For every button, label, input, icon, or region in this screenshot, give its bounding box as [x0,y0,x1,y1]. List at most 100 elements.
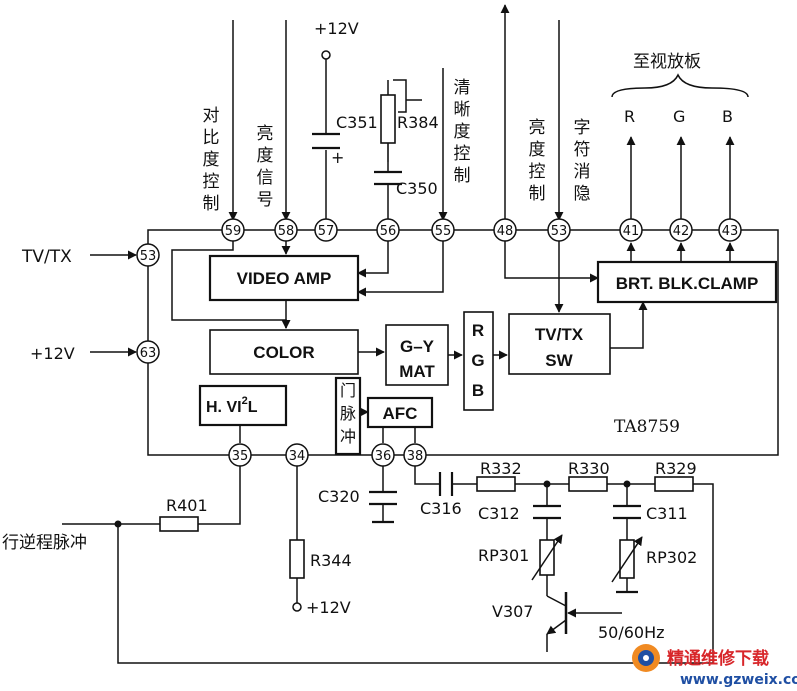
cap-c312 [533,504,561,520]
label-plus: + [331,148,344,167]
gate-label-1: 门 [340,381,356,400]
res-r384 [380,94,396,144]
label-c350: C350 [396,179,438,198]
label-c316: C316 [420,499,462,518]
wire-sw-to-clamp [610,301,648,349]
label-contrast: 对 比 度 控 制 [203,106,220,214]
label-r330: R330 [568,459,610,478]
label-brightness-signal: 亮 度 信 号 [257,124,274,210]
hvi2l-label: H. VI2L [206,395,258,416]
pin-circle [136,243,160,267]
pin-number: 38 [407,449,424,464]
pin: 42 [669,218,693,242]
pin-circle [314,218,338,242]
pin-circle [376,218,400,242]
color-label: COLOR [253,343,314,362]
pin-number: 63 [140,346,157,361]
label-out-g: G [673,107,685,126]
block-labels: VIDEO AMP COLOR G–Y MAT R G B TV/TX SW B… [237,269,759,446]
pin: 56 [376,218,400,242]
label-rp302: RP302 [646,548,697,567]
label-v307: V307 [492,602,533,621]
watermark: 精通维修下载 www.gzweix.com [632,644,797,688]
svg-text:亮: 亮 [257,124,274,144]
watermark-url: www.gzweix.com [680,672,797,688]
gy-label-1: G–Y [400,337,435,356]
pin: 48 [493,218,517,242]
cap-c320 [369,490,397,524]
pin-number: 43 [722,224,739,239]
video-amp-label: VIDEO AMP [237,269,332,288]
wire-pin38-c316 [414,465,440,485]
svg-text:度: 度 [529,140,546,160]
rgb-label-r: R [472,321,484,340]
pin-number: 57 [318,224,335,239]
pin: 53 [547,218,571,242]
svg-text:控: 控 [529,162,546,182]
wire-48-to-clamp [504,241,599,283]
label-r384: R384 [397,113,439,132]
pin-number: 55 [435,224,452,239]
label-c311: C311 [646,504,688,523]
pin-number: 48 [497,224,514,239]
pin-circle [547,218,571,242]
res-r329 [654,476,694,492]
label-tvtx-in: TV/TX [21,247,72,267]
pin-number: 56 [380,224,397,239]
svg-text:度: 度 [203,150,220,170]
svg-text:制: 制 [529,184,546,204]
v307-collector [546,595,567,607]
label-char-blank: 字 符 消 隐 [574,118,591,204]
svg-text:信: 信 [257,168,274,188]
brace [611,73,749,98]
tvtx-sw-label-2: SW [545,351,573,370]
block-gy-mat [385,324,449,386]
svg-text:清: 清 [454,78,471,98]
pin-number: 42 [673,224,690,239]
cap-c350 [374,170,402,186]
label-out-b: B [722,107,733,126]
gy-label-2: MAT [399,362,435,381]
pin: 57 [314,218,338,242]
svg-text:亮: 亮 [529,118,546,138]
label-12v-left: +12V [30,344,75,363]
res-r332 [476,476,516,492]
pin: 59 [221,218,245,242]
wire-r384-wiper [393,79,407,113]
ic-part-label: TA8759 [614,417,680,437]
block-video-amp [208,254,360,302]
label-out-r: R [624,107,635,126]
junction-c311 [623,480,631,488]
svg-text:对: 对 [203,106,220,126]
label-freq: 50/60Hz [598,623,665,642]
pin-number: 53 [551,224,568,239]
terminal-12v-bottom [292,602,302,612]
pin-circle [431,218,455,242]
label-r401: R401 [166,496,208,515]
blocks [198,254,778,456]
pin: 55 [431,218,455,242]
misc-labels: 至视放板 R G B +12V TV/TX +12V +12V 行逆程脉冲 50… [2,19,733,642]
label-rp301: RP301 [478,546,529,565]
component-labels: C351 + R384 C350 C320 C316 R332 R330 R32… [166,113,697,621]
pin: 34 [285,443,309,467]
pin-circle [718,218,742,242]
pin-circle [669,218,693,242]
pin-number: 59 [225,224,242,239]
gate-label-3: 冲 [340,427,356,446]
pin-number: 35 [232,449,249,464]
wire-56-to-vamp [357,241,389,278]
cap-c351 [312,132,340,150]
res-r330 [568,476,608,492]
rgb-label-b: B [472,381,484,400]
wire-feedback-loop [117,483,714,664]
cap-c316 [438,472,454,496]
label-c320: C320 [318,487,360,506]
terminal-12v-top [321,50,331,60]
svg-text:制: 制 [203,194,220,214]
junction-flyback [114,520,122,528]
block-brt-blk-clamp [596,260,778,304]
label-brightness-ctrl: 亮 度 控 制 [529,118,546,204]
pin-number: 58 [278,224,295,239]
